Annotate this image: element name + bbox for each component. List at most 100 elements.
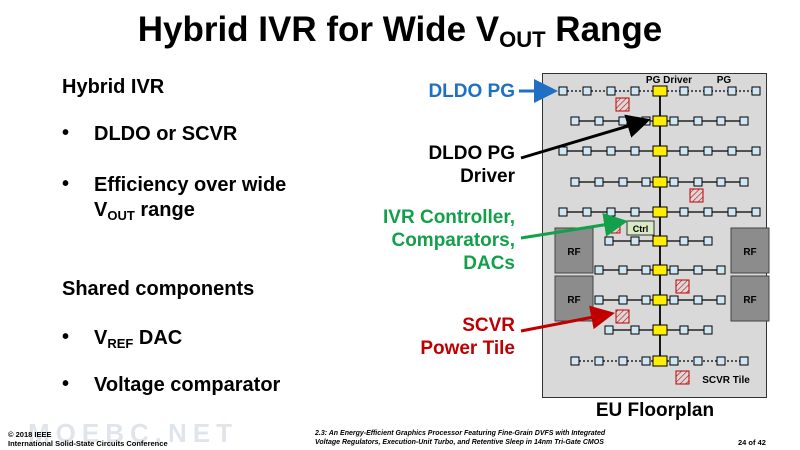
pg-switch	[693, 356, 703, 366]
label-dldo-pg: DLDO PG	[428, 81, 515, 102]
scvr-tile	[675, 279, 690, 294]
rf-block-right-bottom	[730, 275, 770, 322]
pg-switch	[679, 86, 689, 96]
pg-switch	[594, 116, 604, 126]
pg-label: PG	[717, 75, 732, 86]
eu-floorplan-caption: EU Floorplan	[595, 400, 715, 421]
pg-driver-block	[652, 115, 668, 127]
pg-switch	[558, 207, 568, 217]
pg-switch	[630, 207, 640, 217]
pg-switch	[703, 207, 713, 217]
scvr-tile	[615, 309, 630, 324]
rf-label: RF	[743, 295, 756, 306]
pg-switch	[751, 207, 761, 217]
pg-driver-block	[652, 85, 668, 97]
pg-switch	[641, 295, 651, 305]
pg-switch	[594, 177, 604, 187]
pg-switch	[703, 146, 713, 156]
pg-switch	[604, 325, 614, 335]
arrow-dldo-driver	[520, 114, 651, 160]
pg-switch	[606, 146, 616, 156]
pg-switch	[641, 265, 651, 275]
pg-switch	[618, 265, 628, 275]
pg-switch	[679, 146, 689, 156]
pg-switch	[618, 356, 628, 366]
pg-switch	[669, 265, 679, 275]
pg-switch	[669, 295, 679, 305]
pg-switch	[679, 325, 689, 335]
slide-title: Hybrid IVR for Wide VOUT Range	[137, 10, 663, 52]
pg-switch	[630, 236, 640, 246]
pg-switch	[751, 86, 761, 96]
pg-switch	[679, 207, 689, 217]
pg-driver-label: PG Driver	[646, 75, 692, 86]
pg-switch	[739, 116, 749, 126]
scvr-tile	[675, 370, 690, 385]
pg-driver-block	[652, 176, 668, 188]
heading-shared-components: Shared components	[62, 278, 255, 300]
pg-switch	[703, 325, 713, 335]
footer-page-number: 24 of 42	[738, 438, 766, 447]
pg-switch	[630, 146, 640, 156]
pg-switch	[582, 207, 592, 217]
pg-driver-block	[652, 355, 668, 367]
pg-switch	[669, 356, 679, 366]
pg-switch	[716, 177, 726, 187]
pg-driver-block	[652, 324, 668, 336]
pg-switch	[630, 86, 640, 96]
pg-driver-block	[652, 235, 668, 247]
pg-switch	[693, 295, 703, 305]
pg-switch	[641, 356, 651, 366]
rf-block-left-top	[554, 227, 594, 274]
rf-label: RF	[743, 247, 756, 258]
pg-switch	[570, 116, 580, 126]
pg-switch	[558, 86, 568, 96]
pg-switch	[594, 356, 604, 366]
pg-driver-block	[652, 145, 668, 157]
pg-switch	[618, 116, 628, 126]
pg-switch	[716, 295, 726, 305]
label-ivr-controller: IVR Controller,Comparators,DACs	[383, 207, 515, 274]
pg-switch	[606, 86, 616, 96]
rf-block-left-bottom	[554, 275, 594, 322]
pg-switch	[570, 356, 580, 366]
pg-switch	[727, 207, 737, 217]
rf-label: RF	[567, 295, 580, 306]
arrow-ivr-controller	[520, 212, 628, 240]
pg-switch	[739, 356, 749, 366]
pg-switch	[582, 86, 592, 96]
pg-switch	[716, 265, 726, 275]
rf-label: RF	[567, 247, 580, 258]
pg-switch	[558, 146, 568, 156]
pg-switch	[606, 207, 616, 217]
pg-switch	[693, 116, 703, 126]
scvr-tile	[615, 97, 630, 112]
pg-switch	[693, 265, 703, 275]
ctrl-label: Ctrl	[633, 224, 649, 234]
pg-driver-block	[652, 294, 668, 306]
pg-switch	[669, 116, 679, 126]
pg-switch	[679, 236, 689, 246]
pg-switch	[618, 295, 628, 305]
rf-block-right-top	[730, 227, 770, 274]
scvr-tile-label: SCVR Tile	[702, 375, 750, 386]
pg-switch	[570, 177, 580, 187]
pg-switch	[703, 236, 713, 246]
pg-switch	[604, 236, 614, 246]
pg-switch	[582, 146, 592, 156]
pg-switch	[727, 86, 737, 96]
pg-switch	[727, 146, 737, 156]
pg-switch	[618, 177, 628, 187]
pg-switch	[693, 177, 703, 187]
pg-switch	[641, 177, 651, 187]
pg-switch	[594, 295, 604, 305]
pg-switch	[669, 177, 679, 187]
pg-switch	[716, 116, 726, 126]
pg-switch	[594, 265, 604, 275]
pg-switch	[703, 86, 713, 96]
heading-hybrid-ivr: Hybrid IVR	[62, 76, 165, 98]
